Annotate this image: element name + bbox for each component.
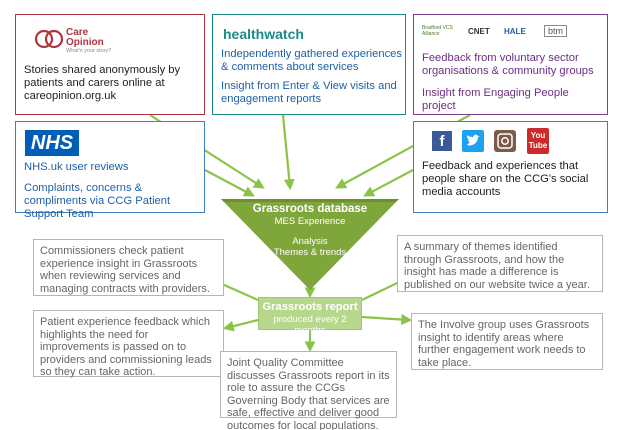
database-label: Grassroots database MES Experience Analy… — [221, 203, 399, 258]
careopinion-tagline: What's your story? — [66, 48, 112, 54]
database-title: Grassroots database — [252, 203, 368, 215]
grassroots-report: Grassroots report produced every 2 month… — [258, 297, 362, 336]
source-voluntary: Bradford VCS Alliance CNET HALE btm Feed… — [413, 14, 608, 115]
arrow-report-to-involve — [361, 314, 413, 325]
source-social: f You Tube Feedback and experiences that… — [413, 121, 608, 213]
healthwatch-text1: Independently gathered experiences & com… — [221, 48, 402, 73]
careopinion-text: Stories shared anonymously by patients a… — [24, 64, 181, 102]
logo-hale: HALE — [504, 26, 526, 36]
healthwatch-logo: healthwatch — [223, 26, 304, 42]
source-nhs: NHS NHS.uk user reviews Complaints, conc… — [15, 121, 205, 220]
database-line1: Analysis — [292, 236, 328, 247]
nhs-text1: NHS.uk user reviews — [24, 161, 129, 173]
nhs-text2: Complaints, concerns & compliments via C… — [24, 182, 171, 220]
instagram-icon — [494, 130, 516, 152]
logo-cnet: CNET — [468, 26, 490, 36]
database-subtitle: MES Experience — [274, 216, 346, 227]
careopinion-logo-line2: Opinion — [66, 37, 104, 48]
output-commissioners: Commissioners check patient experience i… — [33, 239, 224, 296]
nhs-logo: NHS — [25, 130, 79, 156]
logo-btm: btm — [544, 25, 568, 37]
report-subtitle: produced every 2 months — [273, 314, 347, 336]
voluntary-text1: Feedback from voluntary sector organisat… — [422, 52, 594, 77]
twitter-icon — [462, 130, 484, 152]
database-line2: Themes & trends — [273, 247, 347, 258]
youtube-icon: You Tube — [527, 128, 549, 154]
arrow-nhs-to-db — [204, 169, 255, 197]
logo-bradford-vcs: Bradford VCS Alliance — [422, 25, 453, 37]
source-healthwatch: healthwatch Independently gathered exper… — [212, 14, 406, 115]
output-involve: The Involve group uses Grassroots insigh… — [411, 313, 603, 370]
youtube-label-top: You — [530, 131, 546, 140]
output-feedback: Patient experience feedback which highli… — [33, 310, 224, 378]
careopinion-logo-icon — [34, 29, 64, 49]
youtube-label-bottom: Tube — [528, 141, 548, 150]
healthwatch-text2: Insight from Enter & View visits and eng… — [221, 80, 397, 105]
social-text: Feedback and experiences that people sha… — [422, 160, 589, 198]
arrow-report-to-feedback — [222, 318, 259, 332]
careopinion-logo-line1: Care — [66, 27, 89, 38]
report-title: Grassroots report — [262, 301, 358, 313]
output-summary: A summary of themes identified through G… — [397, 235, 603, 292]
voluntary-logos: Bradford VCS Alliance CNET HALE btm — [422, 21, 602, 41]
source-careopinion: Care Opinion What's your story? Stories … — [15, 14, 205, 115]
arrow-healthwatch-to-db — [281, 114, 295, 191]
database-triangle — [221, 199, 399, 290]
output-jqc: Joint Quality Committee discusses Grassr… — [220, 351, 397, 430]
voluntary-text2: Insight from Engaging People project — [422, 87, 569, 112]
facebook-icon: f — [432, 131, 452, 151]
arrow-social-to-db — [363, 169, 414, 197]
